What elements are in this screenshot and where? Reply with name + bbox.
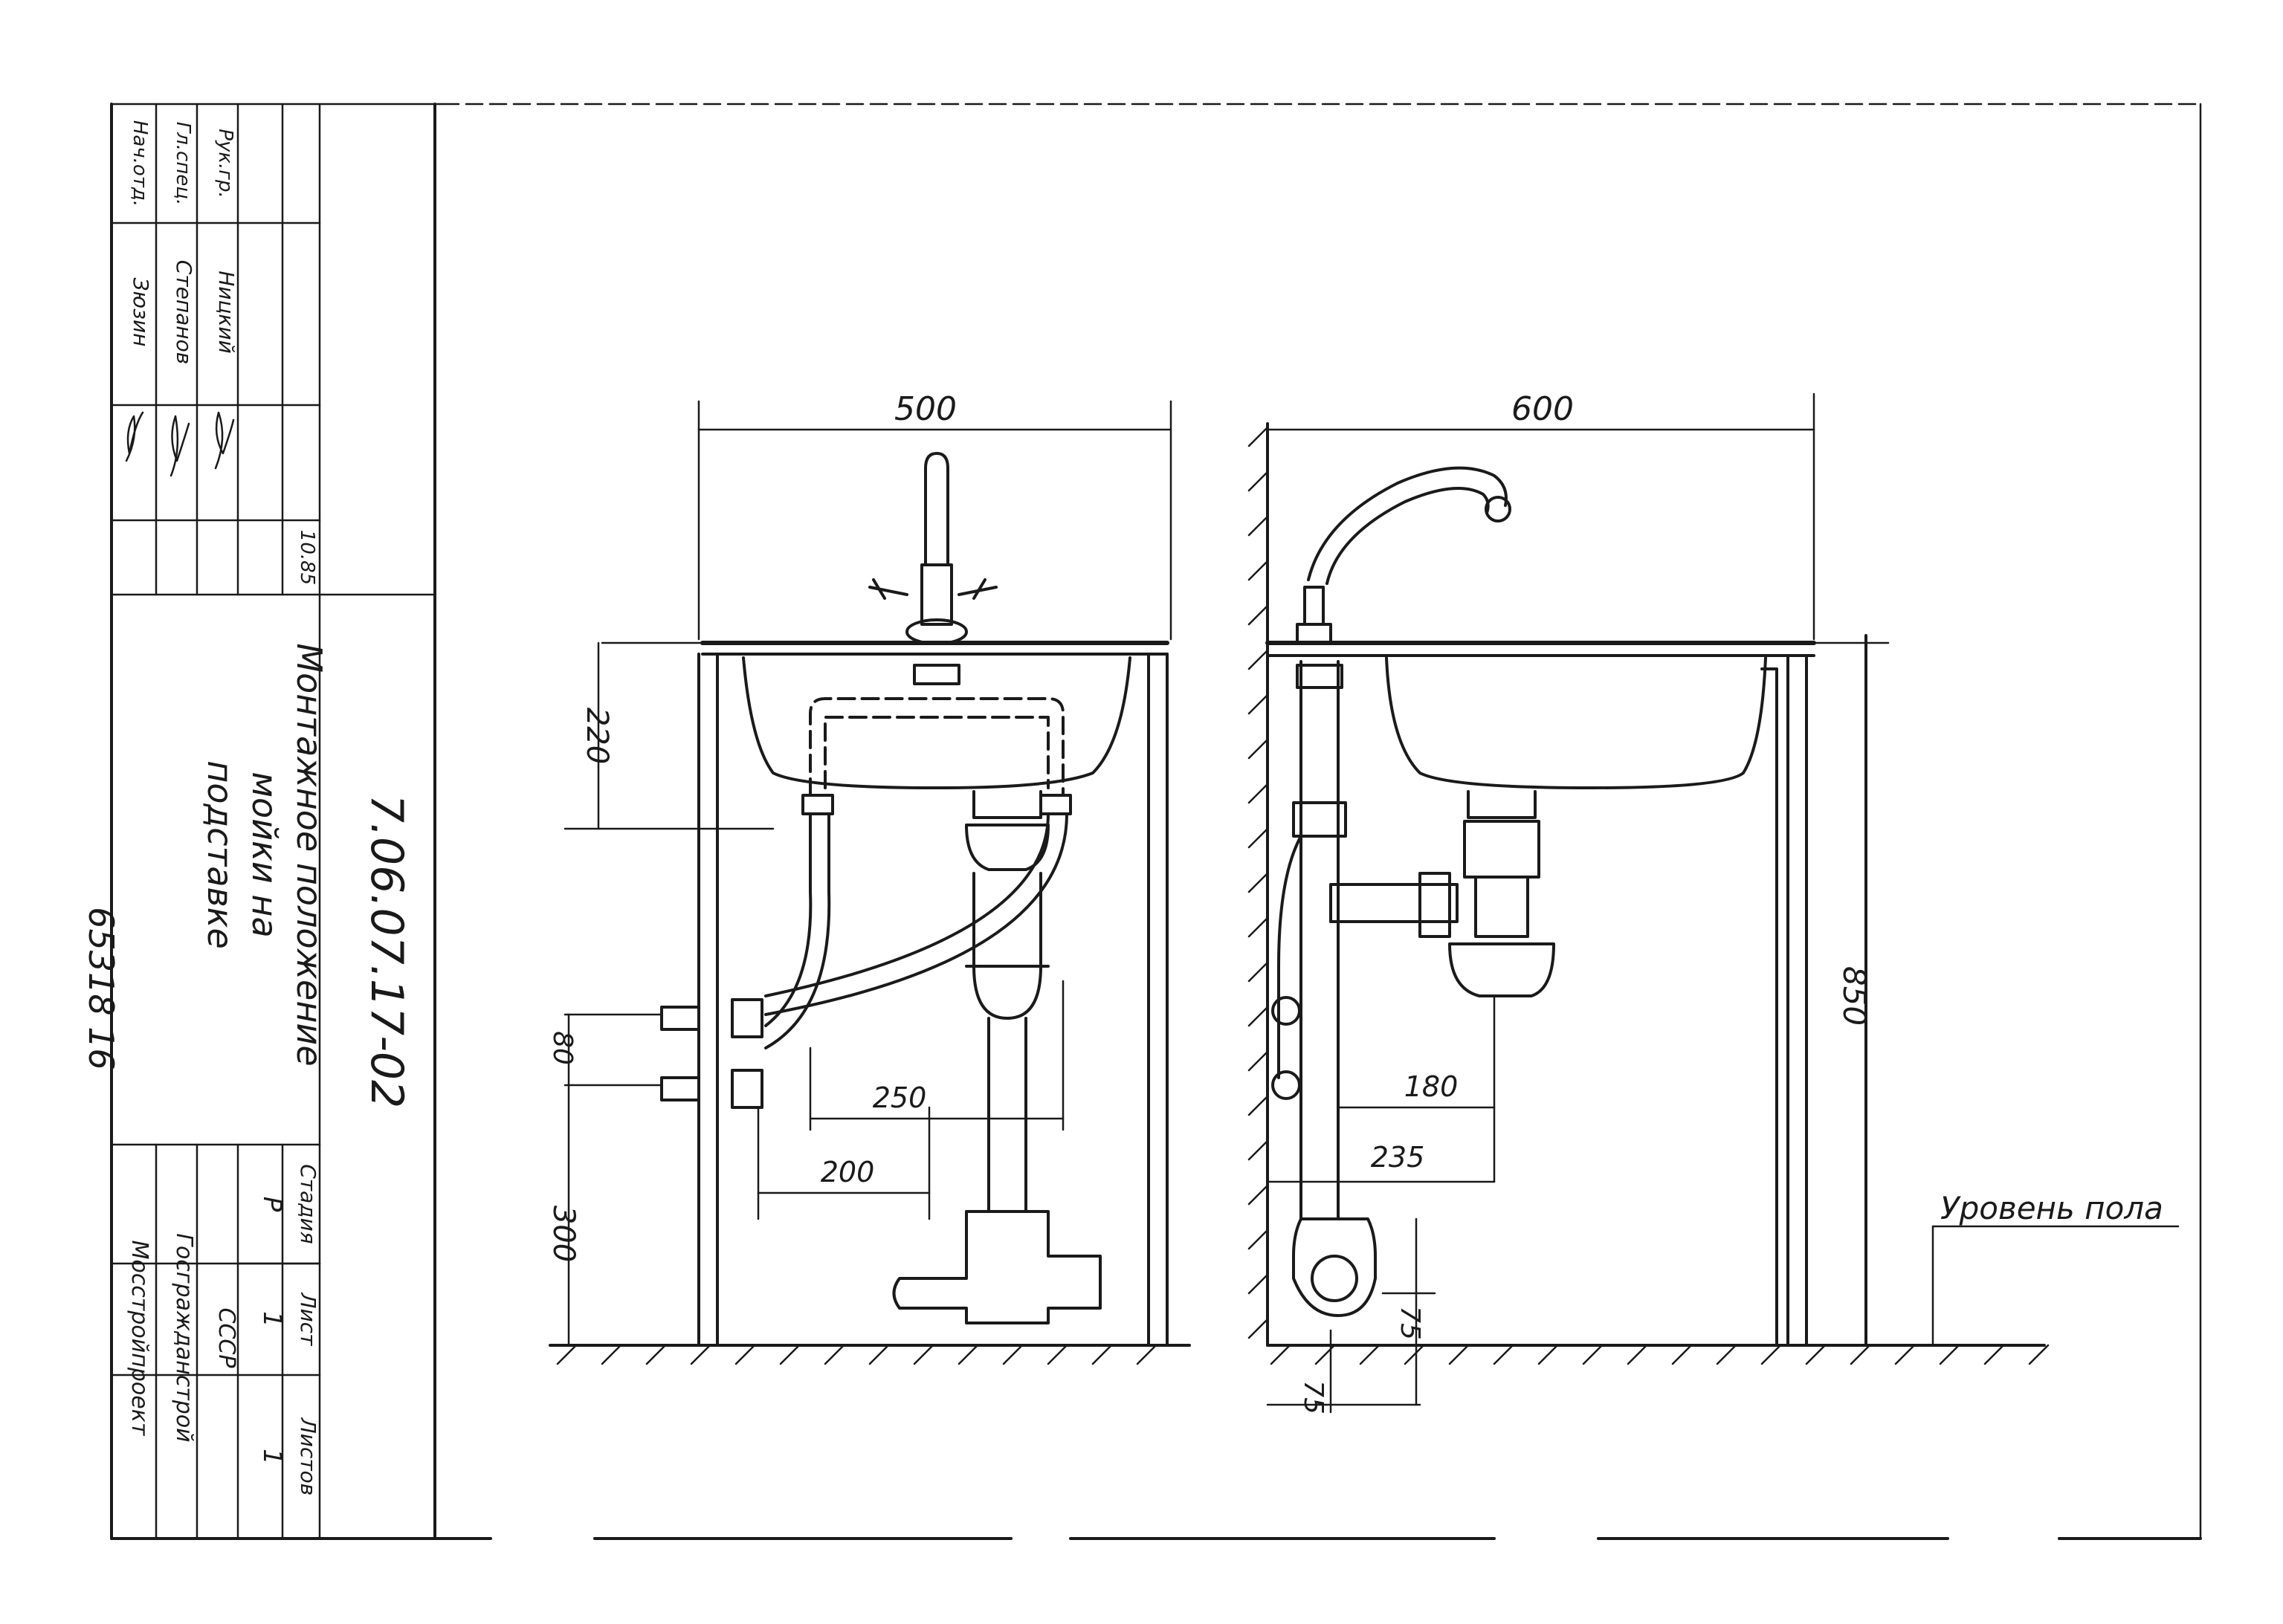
side-dimensions	[1266, 392, 2180, 1414]
sheet-value: 1	[257, 1311, 287, 1327]
sheets-value: 1	[257, 1449, 287, 1465]
dim-200: 200	[821, 1156, 875, 1188]
dim-250: 250	[873, 1081, 927, 1114]
floor-level-label: Уровень пола	[1940, 1190, 2163, 1226]
dim-75-horizontal: 75	[1298, 1380, 1328, 1414]
dim-180: 180	[1404, 1070, 1459, 1103]
drawing-title-line-2: мойки на	[245, 771, 285, 937]
signature-name-2: Степанов	[172, 260, 196, 365]
dim-850: 850	[1836, 966, 1873, 1026]
sheet-frame	[110, 103, 2202, 1540]
signature-name-3: Ницкий	[214, 271, 239, 354]
signature-role-3: Рук.гр.	[214, 129, 236, 198]
signature-role-2: Гл.спец.	[172, 122, 194, 206]
org-line-1: Мосстройпроект	[126, 1240, 152, 1437]
dim-75-vertical: 75	[1395, 1306, 1425, 1340]
side-view	[1247, 422, 2050, 1365]
dim-235: 235	[1371, 1141, 1425, 1174]
dim-500: 500	[894, 390, 957, 428]
drawing-title-line-1: Монтажное положение	[289, 643, 329, 1066]
dim-220: 220	[580, 708, 614, 764]
front-view	[549, 452, 1191, 1365]
signature-scribble-3	[214, 411, 235, 470]
drawing-number: 7.06.07.17-02	[361, 795, 413, 1108]
stage-label: Стадия	[296, 1164, 320, 1243]
signature-scribble-1	[125, 411, 144, 462]
signature-name-1: Зюзин	[129, 278, 153, 347]
revision-date: 10.85	[296, 530, 318, 585]
archive-number: 65318 16	[81, 907, 121, 1070]
dim-600: 600	[1511, 390, 1574, 428]
stage-value: Р	[257, 1197, 287, 1212]
signature-role-1: Нач.отд.	[129, 120, 151, 207]
sheets-label: Листов	[296, 1417, 320, 1496]
drawing-title-line-3: подставке	[200, 760, 240, 949]
org-line-3: СССР	[213, 1308, 239, 1369]
dim-80: 80	[547, 1031, 578, 1065]
front-dimensions	[564, 400, 1172, 1347]
sheet-label: Лист	[296, 1293, 320, 1347]
dim-300: 300	[546, 1206, 581, 1262]
signature-scribble-2	[169, 415, 190, 477]
org-line-2: Госгражданстрой	[171, 1233, 197, 1442]
